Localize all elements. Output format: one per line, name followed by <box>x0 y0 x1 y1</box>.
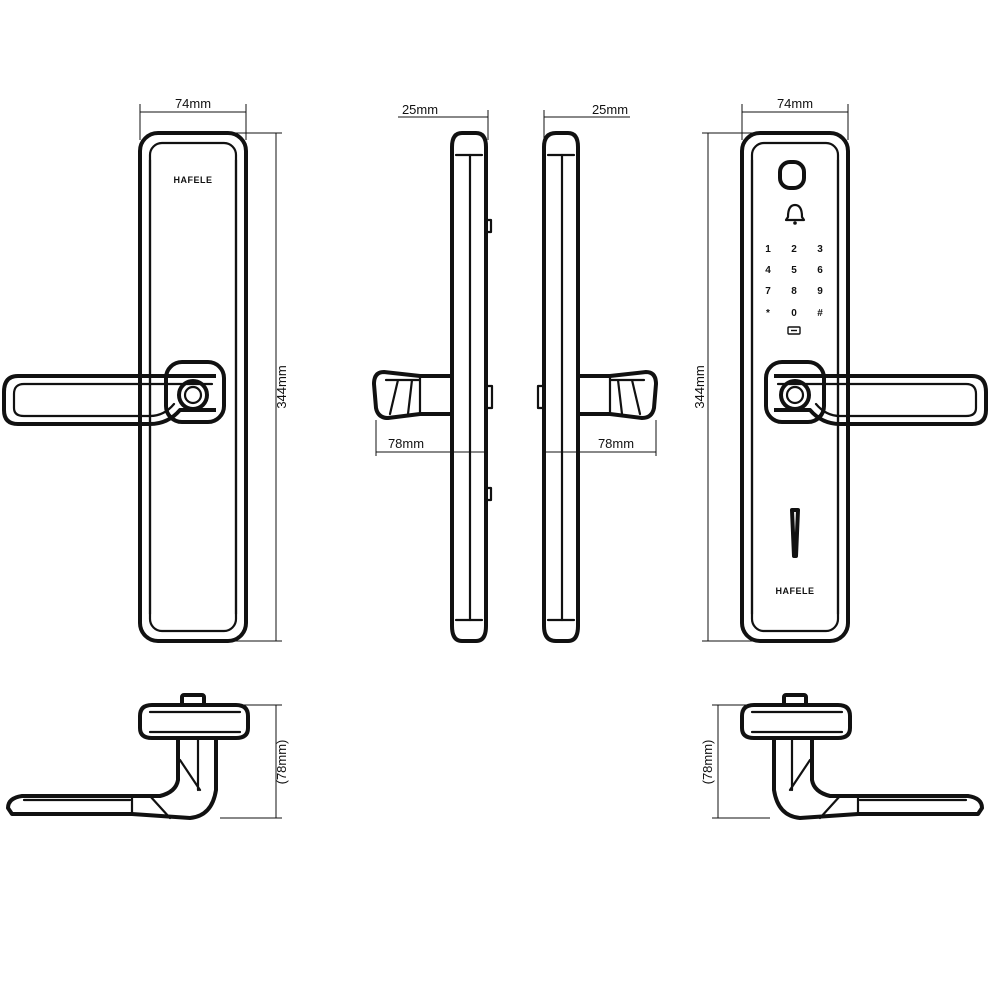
key-7[interactable]: 7 <box>765 286 771 297</box>
back-handle <box>774 374 988 426</box>
front-view: 74mm HAFELE 344mm <box>2 96 289 643</box>
front-width-label: 74mm <box>175 96 211 111</box>
top-handle-right <box>772 738 984 820</box>
front-cylinder <box>177 379 209 411</box>
side-plate-left <box>450 131 488 643</box>
back-plate-outline <box>740 131 850 643</box>
dim-top-projection-left: (78mm) <box>220 704 289 819</box>
key-hash[interactable]: # <box>817 308 823 319</box>
key-6[interactable]: 6 <box>817 265 823 276</box>
dim-handle-projection-right: 78mm <box>544 420 657 456</box>
back-rose <box>764 360 826 424</box>
front-handle-inner <box>12 382 214 418</box>
key-2[interactable]: 2 <box>791 244 797 255</box>
dim-side-depth-left: 25mm <box>398 102 489 140</box>
key-star[interactable]: * <box>766 308 770 319</box>
keypad: 1 2 3 4 5 6 7 8 9 * 0 # <box>765 244 823 335</box>
top-handle-left <box>6 738 218 820</box>
key-4[interactable]: 4 <box>765 265 771 276</box>
dim-top-projection-right: (78mm) <box>700 704 770 819</box>
bell-icon <box>784 203 806 225</box>
back-cylinder <box>779 379 811 411</box>
id-card-icon[interactable] <box>787 326 801 335</box>
back-width-label: 74mm <box>777 96 813 111</box>
dim-front-width: 74mm <box>139 96 247 140</box>
key-9[interactable]: 9 <box>817 286 823 297</box>
top-view-left: (78mm) <box>6 693 289 820</box>
back-handle-inner <box>776 382 978 418</box>
side-handle-right <box>578 370 658 420</box>
dim-side-depth-right: 25mm <box>543 102 630 140</box>
dim-back-width: 74mm <box>741 96 849 140</box>
front-plate-outline <box>138 131 248 643</box>
side-depth-right-label: 25mm <box>592 102 628 117</box>
side-plate-right <box>542 131 580 643</box>
fingerprint-sensor <box>778 160 806 190</box>
front-brand-logo: HAFELE <box>174 175 213 185</box>
card-reader-slot <box>790 508 800 558</box>
key-5[interactable]: 5 <box>791 265 797 276</box>
top-plate-left <box>138 703 250 740</box>
top-projection-right-label: (78mm) <box>700 740 715 785</box>
top-projection-left-label: (78mm) <box>274 740 289 785</box>
key-1[interactable]: 1 <box>765 244 771 255</box>
key-8[interactable]: 8 <box>791 286 797 297</box>
side-view-right: 25mm 78mm <box>536 102 658 643</box>
back-view: 74mm 1 2 3 4 5 6 7 8 9 * 0 # <box>692 96 988 643</box>
side-view-left: 25mm 78mm <box>372 102 494 643</box>
side-depth-left-label: 25mm <box>402 102 438 117</box>
handle-projection-right-label: 78mm <box>598 436 634 451</box>
dim-handle-projection-left: 78mm <box>375 420 486 456</box>
front-rose <box>164 360 226 424</box>
back-brand-logo: HAFELE <box>776 586 815 596</box>
front-height-label: 344mm <box>274 365 289 408</box>
dim-front-height: 344mm <box>230 132 289 642</box>
top-view-right: (78mm) <box>700 693 984 820</box>
key-3[interactable]: 3 <box>817 244 823 255</box>
side-handle-left <box>372 370 452 420</box>
dim-back-height: 344mm <box>692 132 756 642</box>
handle-projection-left-label: 78mm <box>388 436 424 451</box>
key-0[interactable]: 0 <box>791 308 797 319</box>
back-height-label: 344mm <box>692 365 707 408</box>
top-plate-right <box>740 703 852 740</box>
front-handle <box>2 374 216 426</box>
